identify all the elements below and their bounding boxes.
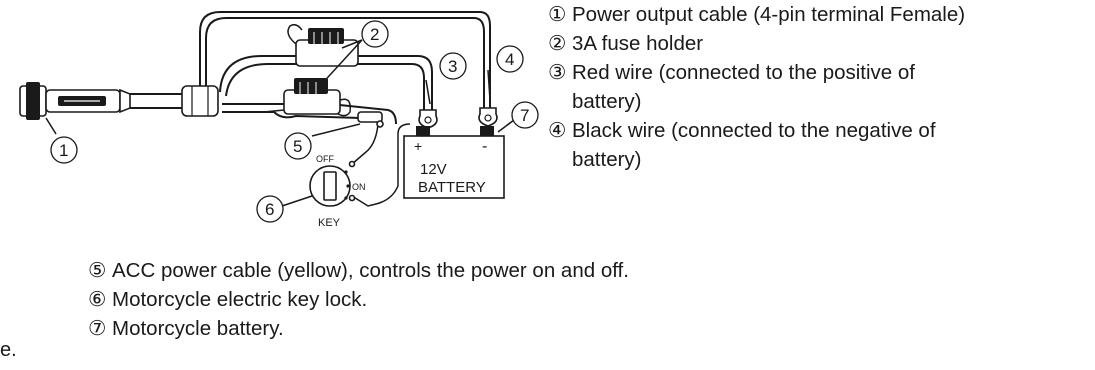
key-off-label: OFF [316,154,334,164]
key-to-battery-wire [351,123,411,207]
callout-2-number: 2 [370,25,379,44]
note-text-7: Motorcycle battery. [112,317,284,340]
note-marker-5: ⑤ [88,259,107,282]
legend-marker-2: ② [548,32,567,55]
note-item-6: ⑥ Motorcycle electric key lock. [88,285,629,314]
legend-item-1: ① Power output cable (4-pin terminal Fem… [548,0,965,29]
callout-5: 5 [284,132,312,160]
parts-legend: ① Power output cable (4-pin terminal Fem… [548,0,965,174]
black-ring-terminal [478,107,498,127]
callout-3-number: 3 [448,57,457,76]
callout-4-number: 4 [505,50,514,69]
key-switch: OFF ON KEY [309,154,366,229]
acc-wire-to-key [351,123,379,165]
battery-voltage-label: 12V [420,161,447,178]
callout-7: 7 [511,101,539,129]
red-ring-terminal [418,109,438,129]
callout-1: 1 [50,136,78,164]
notes-list: ⑤ ACC power cable (yellow), controls the… [88,256,629,343]
callout-5-number: 5 [293,137,302,156]
note-text-6: Motorcycle electric key lock. [112,288,368,311]
legend-item-3: ③ Red wire (connected to the positive of [548,58,965,87]
legend-text-4-continued: battery) [572,148,642,171]
power-output-connector [19,82,131,120]
acc-cable-lower [222,111,361,119]
callout-2: 2 [361,20,389,48]
note-text-5: ACC power cable (yellow), controls the p… [112,259,629,282]
note-item-7: ⑦ Motorcycle battery. [88,314,629,343]
legend-item-2: ② 3A fuse holder [548,29,965,58]
legend-text-4: Black wire (connected to the negative of [572,119,936,142]
main-cable [120,93,185,109]
battery-minus-label: - [482,138,487,155]
legend-text-3: Red wire (connected to the positive of [572,61,915,84]
cable-junction-sleeve [181,85,219,117]
callout-3: 3 [439,52,467,80]
battery-plus-label: + [414,138,422,154]
legend-item-4: ④ Black wire (connected to the negative … [548,116,965,145]
legend-marker-3: ③ [548,61,567,84]
legend-text-2: 3A fuse holder [572,32,704,55]
fuse-holder-bottom [263,78,352,117]
black-wire [199,11,491,108]
legend-marker-4: ④ [548,119,567,142]
cropped-text-fragment: e. [0,339,17,361]
battery: + - 12V BATTERY [403,126,505,199]
note-marker-7: ⑦ [88,317,107,340]
legend-text-3-continued: battery) [572,90,642,113]
key-on-label: ON [352,182,366,192]
callout-1-number: 1 [59,141,68,160]
legend-marker-1: ① [548,3,567,26]
callout-4: 4 [496,45,524,73]
black-wire-inner [205,17,485,108]
key-caption-label: KEY [318,217,341,229]
fuse-holder-top [287,23,359,67]
legend-text-1: Power output cable (4-pin terminal Femal… [572,3,966,26]
callout-6-number: 6 [265,200,274,219]
callout-leaders [45,39,515,207]
note-marker-6: ⑥ [88,288,107,311]
note-item-5: ⑤ ACC power cable (yellow), controls the… [88,256,629,285]
callout-6: 6 [256,195,284,223]
acc-cable-end [357,111,384,128]
callout-7-number: 7 [520,106,529,125]
battery-name-label: BATTERY [418,179,486,196]
